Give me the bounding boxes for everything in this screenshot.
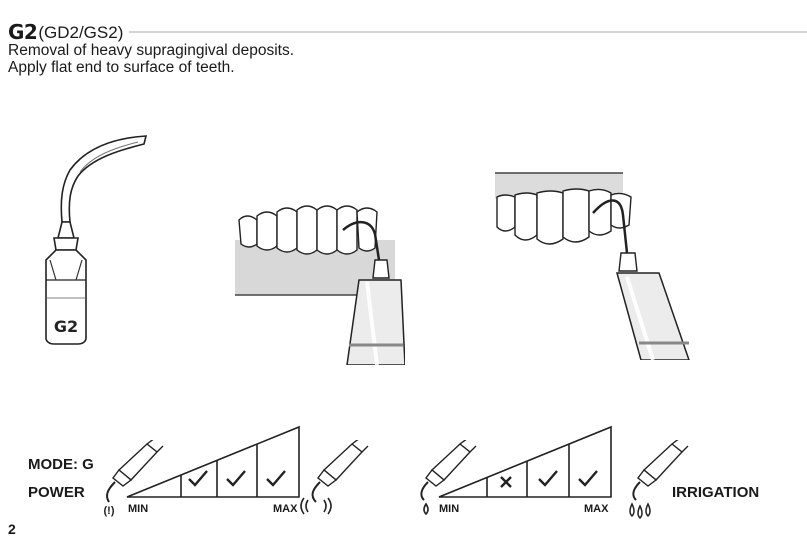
title-row: G2 (GD2/GS2) — [8, 20, 807, 42]
tip-engraving-label: G2 — [54, 317, 78, 336]
low-power-handpiece-icon: (!) — [104, 440, 164, 517]
header: G2 (GD2/GS2) Removal of heavy supragingi… — [8, 20, 807, 76]
irrigation-level-1-cross-icon — [500, 476, 512, 488]
scaler-tip-illustration: G2 — [45, 135, 148, 345]
power-level-2-check-icon — [226, 470, 246, 487]
mode-label: MODE: G — [28, 456, 94, 473]
irrigation-min-label: MIN — [439, 503, 460, 515]
low-irrigation-handpiece-icon — [420, 440, 477, 516]
tip-code-title: G2 — [8, 20, 38, 44]
description-line-1: Removal of heavy supragingival deposits. — [8, 42, 295, 59]
power-scale — [126, 425, 300, 498]
power-level-1-check-icon — [188, 470, 208, 487]
lower-teeth-scaling-illustration — [235, 205, 405, 365]
page-number: 2 — [8, 521, 16, 537]
power-label: POWER — [28, 484, 85, 501]
irrigation-level-2-check-icon — [538, 470, 558, 487]
irrigation-level-3-check-icon — [578, 470, 598, 487]
power-max-label: MAX — [273, 503, 298, 515]
irrigation-label: IRRIGATION — [672, 484, 760, 501]
tip-variants: (GD2/GS2) — [38, 23, 124, 42]
high-irrigation-handpiece-icon — [629, 440, 689, 520]
power-level-3-check-icon — [266, 470, 286, 487]
title-rule — [129, 31, 807, 33]
irrigation-scale — [438, 425, 612, 498]
irrigation-max-label: MAX — [584, 503, 609, 515]
power-min-label: MIN — [128, 503, 149, 515]
svg-text:(!): (!) — [104, 505, 115, 517]
upper-teeth-scaling-illustration — [495, 172, 690, 360]
description-line-2: Apply flat end to surface of teeth. — [8, 59, 235, 76]
high-power-handpiece-icon — [300, 440, 369, 515]
